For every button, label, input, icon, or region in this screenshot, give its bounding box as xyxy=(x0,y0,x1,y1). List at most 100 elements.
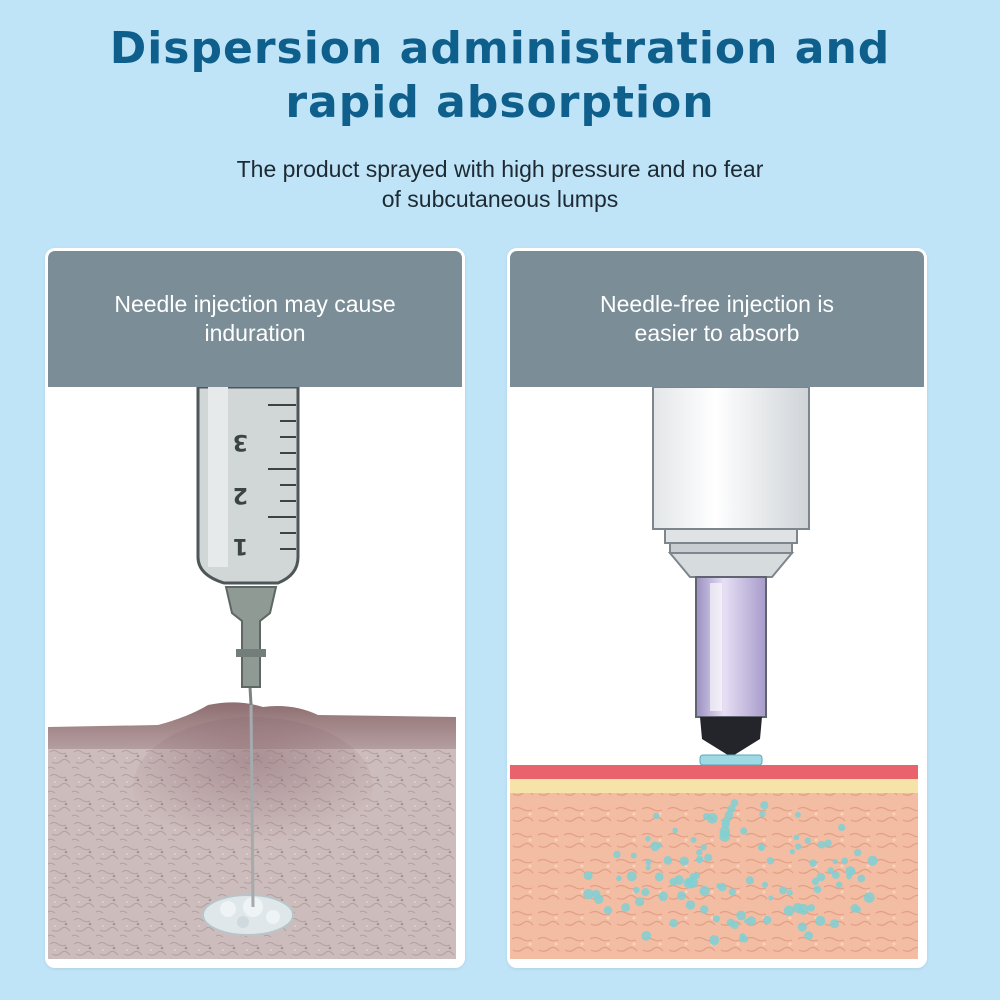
droplet xyxy=(813,885,822,894)
droplet xyxy=(807,904,815,912)
droplet xyxy=(696,849,703,856)
absorbed-droplets xyxy=(583,799,878,946)
needle-free-injection-caption: Needle-free injection is easier to absor… xyxy=(510,251,924,387)
droplet xyxy=(804,837,811,844)
droplet xyxy=(797,922,807,932)
droplet xyxy=(831,871,840,879)
droplet xyxy=(835,881,843,889)
droplet xyxy=(730,799,739,807)
droplet xyxy=(824,839,832,847)
droplet xyxy=(846,873,852,880)
droplet xyxy=(669,878,678,886)
droplet xyxy=(583,888,594,900)
needle-caption-line-1: Needle injection may cause xyxy=(114,291,396,317)
droplet xyxy=(795,811,801,818)
droplet xyxy=(695,855,704,864)
needle-injection-caption: Needle injection may cause induration xyxy=(48,251,462,387)
subheadline-line-1: The product sprayed with high pressure a… xyxy=(236,156,764,182)
droplet xyxy=(832,858,838,865)
droplet xyxy=(677,891,687,901)
droplet xyxy=(672,827,678,834)
droplet xyxy=(722,816,731,825)
syringe-icon: 3 2 1 xyxy=(196,387,300,908)
droplet xyxy=(635,897,645,907)
droplet xyxy=(746,916,756,926)
droplet xyxy=(830,919,839,929)
needle-injection-card: Needle injection may cause induration xyxy=(45,248,465,968)
needle-caption-line-2: induration xyxy=(204,320,306,346)
scale-label-1: 1 xyxy=(233,533,248,558)
subheadline: The product sprayed with high pressure a… xyxy=(0,154,1000,214)
droplet xyxy=(621,903,630,912)
droplet xyxy=(741,935,749,943)
droplet xyxy=(728,888,736,896)
droplet xyxy=(863,892,875,903)
droplet xyxy=(838,823,846,831)
droplet xyxy=(633,886,640,894)
droplet xyxy=(744,918,750,924)
needle-free-caption-line-1: Needle-free injection is xyxy=(600,291,834,317)
droplet xyxy=(712,915,720,923)
droplet xyxy=(645,865,651,871)
droplet xyxy=(763,915,772,925)
droplet xyxy=(817,840,826,849)
droplet xyxy=(761,881,769,888)
droplet xyxy=(768,895,774,901)
droplet xyxy=(867,855,878,866)
droplet xyxy=(653,812,660,820)
droplet xyxy=(700,905,709,914)
droplet xyxy=(783,905,795,917)
droplet xyxy=(758,843,766,851)
droplet xyxy=(719,826,731,837)
droplet xyxy=(716,883,722,889)
droplet xyxy=(706,812,718,824)
droplet xyxy=(641,888,650,897)
droplet xyxy=(787,889,793,896)
droplet xyxy=(594,894,604,904)
droplet xyxy=(699,886,710,897)
needle-free-injector-icon xyxy=(652,387,810,766)
droplet xyxy=(740,827,748,835)
needle-injection-illustration: 3 2 1 xyxy=(48,387,456,959)
droplet xyxy=(795,843,802,850)
droplet xyxy=(700,844,707,851)
droplet xyxy=(779,886,788,895)
droplet xyxy=(603,906,613,915)
headline-line-2: rapid absorption xyxy=(285,77,715,128)
scale-label-2: 2 xyxy=(233,482,248,507)
droplet xyxy=(685,900,696,910)
headline-line-1: Dispersion administration and xyxy=(109,23,891,74)
subheadline-line-2: of subcutaneous lumps xyxy=(381,186,619,212)
droplet xyxy=(727,804,736,813)
droplet xyxy=(857,874,866,883)
scale-label-3: 3 xyxy=(233,429,248,454)
headline: Dispersion administration and rapid abso… xyxy=(0,22,1000,130)
droplet xyxy=(641,930,652,941)
droplet xyxy=(760,801,769,810)
droplet xyxy=(816,872,826,882)
droplet xyxy=(793,834,800,841)
droplet xyxy=(679,856,689,866)
droplet xyxy=(687,877,699,888)
droplet xyxy=(766,857,774,865)
droplet xyxy=(645,859,652,866)
droplet xyxy=(669,918,678,928)
droplet xyxy=(736,910,746,921)
droplet xyxy=(663,856,673,865)
droplet xyxy=(654,872,664,882)
needle-free-injection-illustration xyxy=(510,387,918,959)
droplet xyxy=(616,875,622,882)
droplet xyxy=(658,891,668,902)
droplet xyxy=(745,876,754,885)
droplet xyxy=(804,931,813,940)
droplet xyxy=(645,836,651,842)
droplet xyxy=(613,850,621,859)
needle-free-caption-line-2: easier to absorb xyxy=(634,320,800,346)
droplet xyxy=(630,852,637,859)
droplet xyxy=(709,935,720,946)
droplet xyxy=(726,918,735,927)
lump-icon xyxy=(202,894,294,936)
needle-free-injection-card: Needle-free injection is easier to absor… xyxy=(507,248,927,968)
droplet xyxy=(854,848,862,857)
droplet xyxy=(656,842,663,849)
